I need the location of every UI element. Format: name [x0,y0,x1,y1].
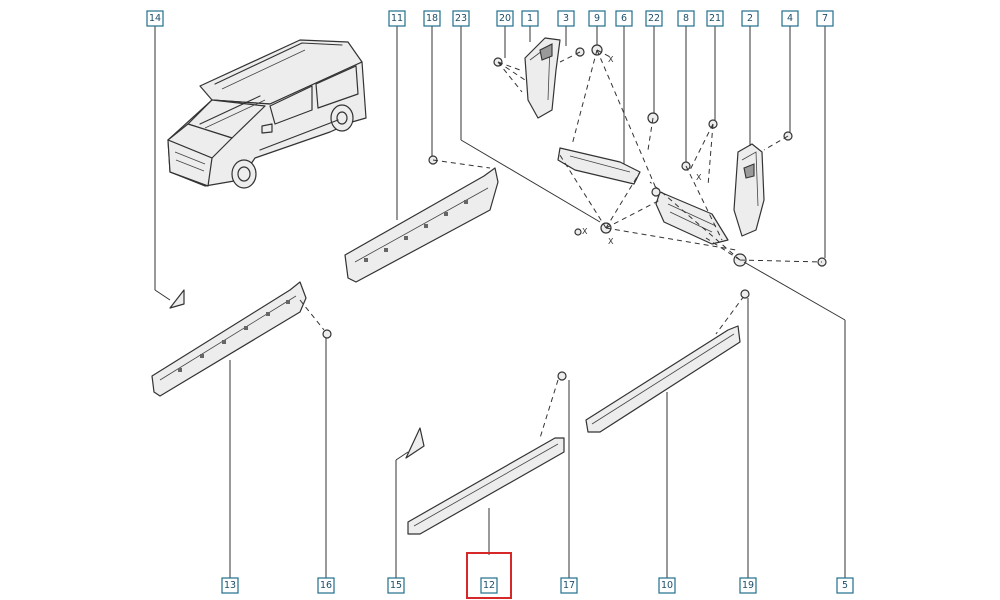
callout-9[interactable]: 9 [588,10,606,27]
callout-5[interactable]: 5 [836,577,854,594]
callout-3[interactable]: 3 [557,10,575,27]
callout-16[interactable]: 16 [317,577,335,594]
callout-label: 1 [527,13,533,24]
corner-trim-14 [169,289,185,309]
callout-label: 10 [661,580,673,591]
callout-label: 13 [224,580,236,591]
arrow-marker-x-3: X [608,237,614,246]
callout-8[interactable]: 8 [677,10,695,27]
callout-label: 7 [822,13,828,24]
callout-4[interactable]: 4 [781,10,799,27]
callout-label: 17 [563,580,575,591]
callout-label: 15 [390,580,402,591]
callout-label: 12 [483,580,495,591]
callout-19[interactable]: 19 [739,577,757,594]
callout-13[interactable]: 13 [221,577,239,594]
callout-6[interactable]: 6 [615,10,633,27]
lower-molding-rear [585,289,750,433]
callout-label: 16 [320,580,332,591]
callout-label: 20 [499,13,511,24]
callout-14[interactable]: 14 [146,10,164,27]
callout-11[interactable]: 11 [388,10,406,27]
callout-label: 11 [391,13,403,24]
callout-20[interactable]: 20 [496,10,514,27]
arrow-marker-x-2: X [696,173,702,182]
callout-15[interactable]: 15 [387,577,405,594]
callout-label: 2 [747,13,753,24]
corner-trim-15 [405,427,425,459]
callout-label: 9 [594,13,600,24]
callout-label: 14 [149,13,161,24]
callout-label: 3 [563,13,569,24]
callout-label: 4 [787,13,793,24]
callout-2[interactable]: 2 [741,10,759,27]
rear-door-molding [151,281,332,397]
callout-22[interactable]: 22 [645,10,663,27]
callout-label: 18 [426,13,438,24]
callout-10[interactable]: 10 [658,577,676,594]
callout-label: 23 [455,13,467,24]
front-bumper-trim-assembly: X X X X [428,37,827,267]
callout-label: 22 [648,13,660,24]
callout-label: 21 [709,13,721,24]
arrow-marker-x-1: X [608,55,614,64]
arrow-marker-x-4: X [582,227,588,236]
callout-1[interactable]: 1 [521,10,539,27]
callout-17[interactable]: 17 [560,577,578,594]
selected-part-highlight [466,552,512,599]
callout-12[interactable]: 12 [480,577,498,594]
vehicle-illustration [167,39,367,189]
callout-21[interactable]: 21 [706,10,724,27]
callout-label: 6 [621,13,627,24]
callout-label: 8 [683,13,689,24]
front-door-molding [344,167,499,283]
leader-lines [154,26,846,580]
callout-label: 19 [742,580,754,591]
callout-23[interactable]: 23 [452,10,470,27]
callout-7[interactable]: 7 [816,10,834,27]
callout-label: 5 [842,580,848,591]
callout-18[interactable]: 18 [423,10,441,27]
lower-molding-front [407,371,567,535]
